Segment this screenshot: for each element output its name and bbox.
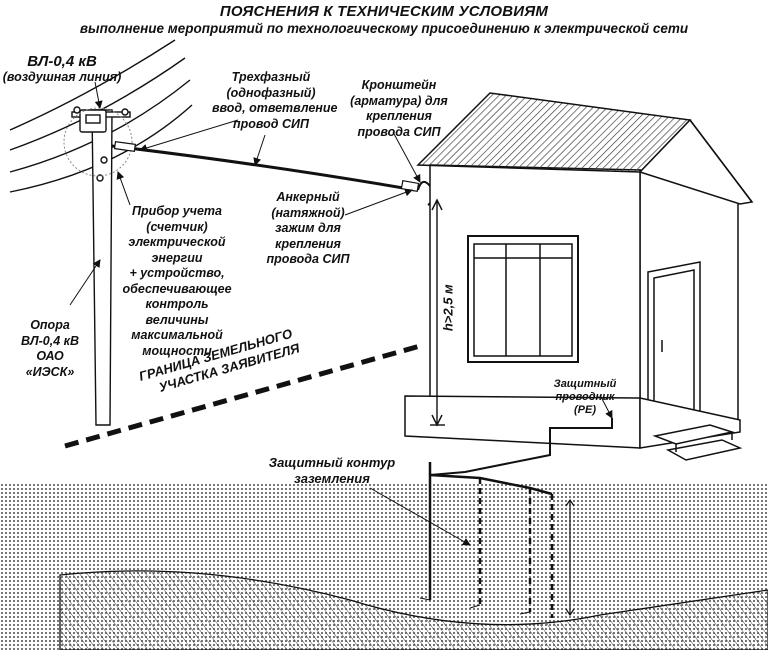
label-line: ОАО xyxy=(36,349,64,363)
meter-highlight xyxy=(63,107,133,177)
label-line: провода СИП xyxy=(266,252,350,266)
label-line: Трехфазный xyxy=(231,70,311,84)
label-line: Кронштейн xyxy=(361,78,437,92)
label-line: крепления xyxy=(275,236,341,251)
label-line: Анкерный xyxy=(276,190,340,204)
label-line: величины xyxy=(145,312,209,327)
anchor-clamp-label: Анкерный (натяжной) зажим для крепления … xyxy=(258,190,358,268)
label-line: Защитный контур xyxy=(268,455,396,470)
overhead-line-subtitle: (воздушная линия) xyxy=(2,69,122,84)
label-line: Опора xyxy=(30,318,70,332)
pole-label: Опора ВЛ-0,4 кВ ОАО «ИЭСК» xyxy=(10,318,90,380)
pole xyxy=(71,106,131,426)
boundary-line xyxy=(64,343,421,449)
overhead-line-label: ВЛ-0,4 кВ (воздушная линия) xyxy=(2,54,122,85)
meter-label: Прибор учета (счетчик) электрической эне… xyxy=(118,204,236,359)
label-line: контроль xyxy=(145,297,209,311)
label-line: ввод, ответвление xyxy=(212,101,338,115)
label-line: обеспечивающее xyxy=(122,281,232,296)
depth-dimension xyxy=(565,498,575,617)
page-title: ПОЯСНЕНИЯ К ТЕХНИЧЕСКИМ УСЛОВИЯМ xyxy=(219,3,549,20)
label-line: крепления xyxy=(366,109,432,123)
pe-conductor xyxy=(419,418,613,618)
label-line: (натяжной) xyxy=(271,205,345,220)
page-subtitle: выполнение мероприятий по технологическо… xyxy=(79,21,689,36)
bracket-label: Кронштейн (арматура) для крепления прово… xyxy=(345,78,453,140)
label-line: (однофазный) xyxy=(226,85,316,100)
earth-surface xyxy=(59,570,768,650)
label-line: «ИЭСК» xyxy=(25,364,75,379)
height-label: h>2,5 м xyxy=(440,284,456,332)
leader-lines xyxy=(69,81,613,546)
label-line: электрической xyxy=(128,235,226,249)
label-line: мощности xyxy=(142,343,212,358)
house xyxy=(404,92,754,461)
label-line: Прибор учета xyxy=(131,204,222,218)
three-phase-input-label: Трехфазный (однофазный) ввод, ответвлени… xyxy=(212,70,338,132)
label-line: ВЛ-0,4 кВ xyxy=(21,333,79,348)
label-line: Защитный xyxy=(553,378,617,390)
grounding-label: Защитный контур заземления xyxy=(262,455,402,486)
label-line: заземления xyxy=(294,470,370,486)
label-line: максимальной xyxy=(131,328,223,342)
label-line: (арматура) для xyxy=(350,93,448,108)
label-line: зажим для xyxy=(275,221,341,235)
height-dimension xyxy=(430,198,445,427)
label-line: (счетчик) xyxy=(146,219,208,234)
label-line: энергии xyxy=(151,250,203,265)
label-line: проводник xyxy=(555,391,615,403)
overhead-line-title: ВЛ-0,4 кВ xyxy=(27,53,97,70)
label-line: (PE) xyxy=(574,404,596,416)
label-line: провод СИП xyxy=(233,116,309,131)
label-line: провода СИП xyxy=(357,124,441,139)
label-line: + устройство, xyxy=(129,266,225,280)
pe-conductor-label: Защитный проводник (PE) xyxy=(550,378,620,417)
